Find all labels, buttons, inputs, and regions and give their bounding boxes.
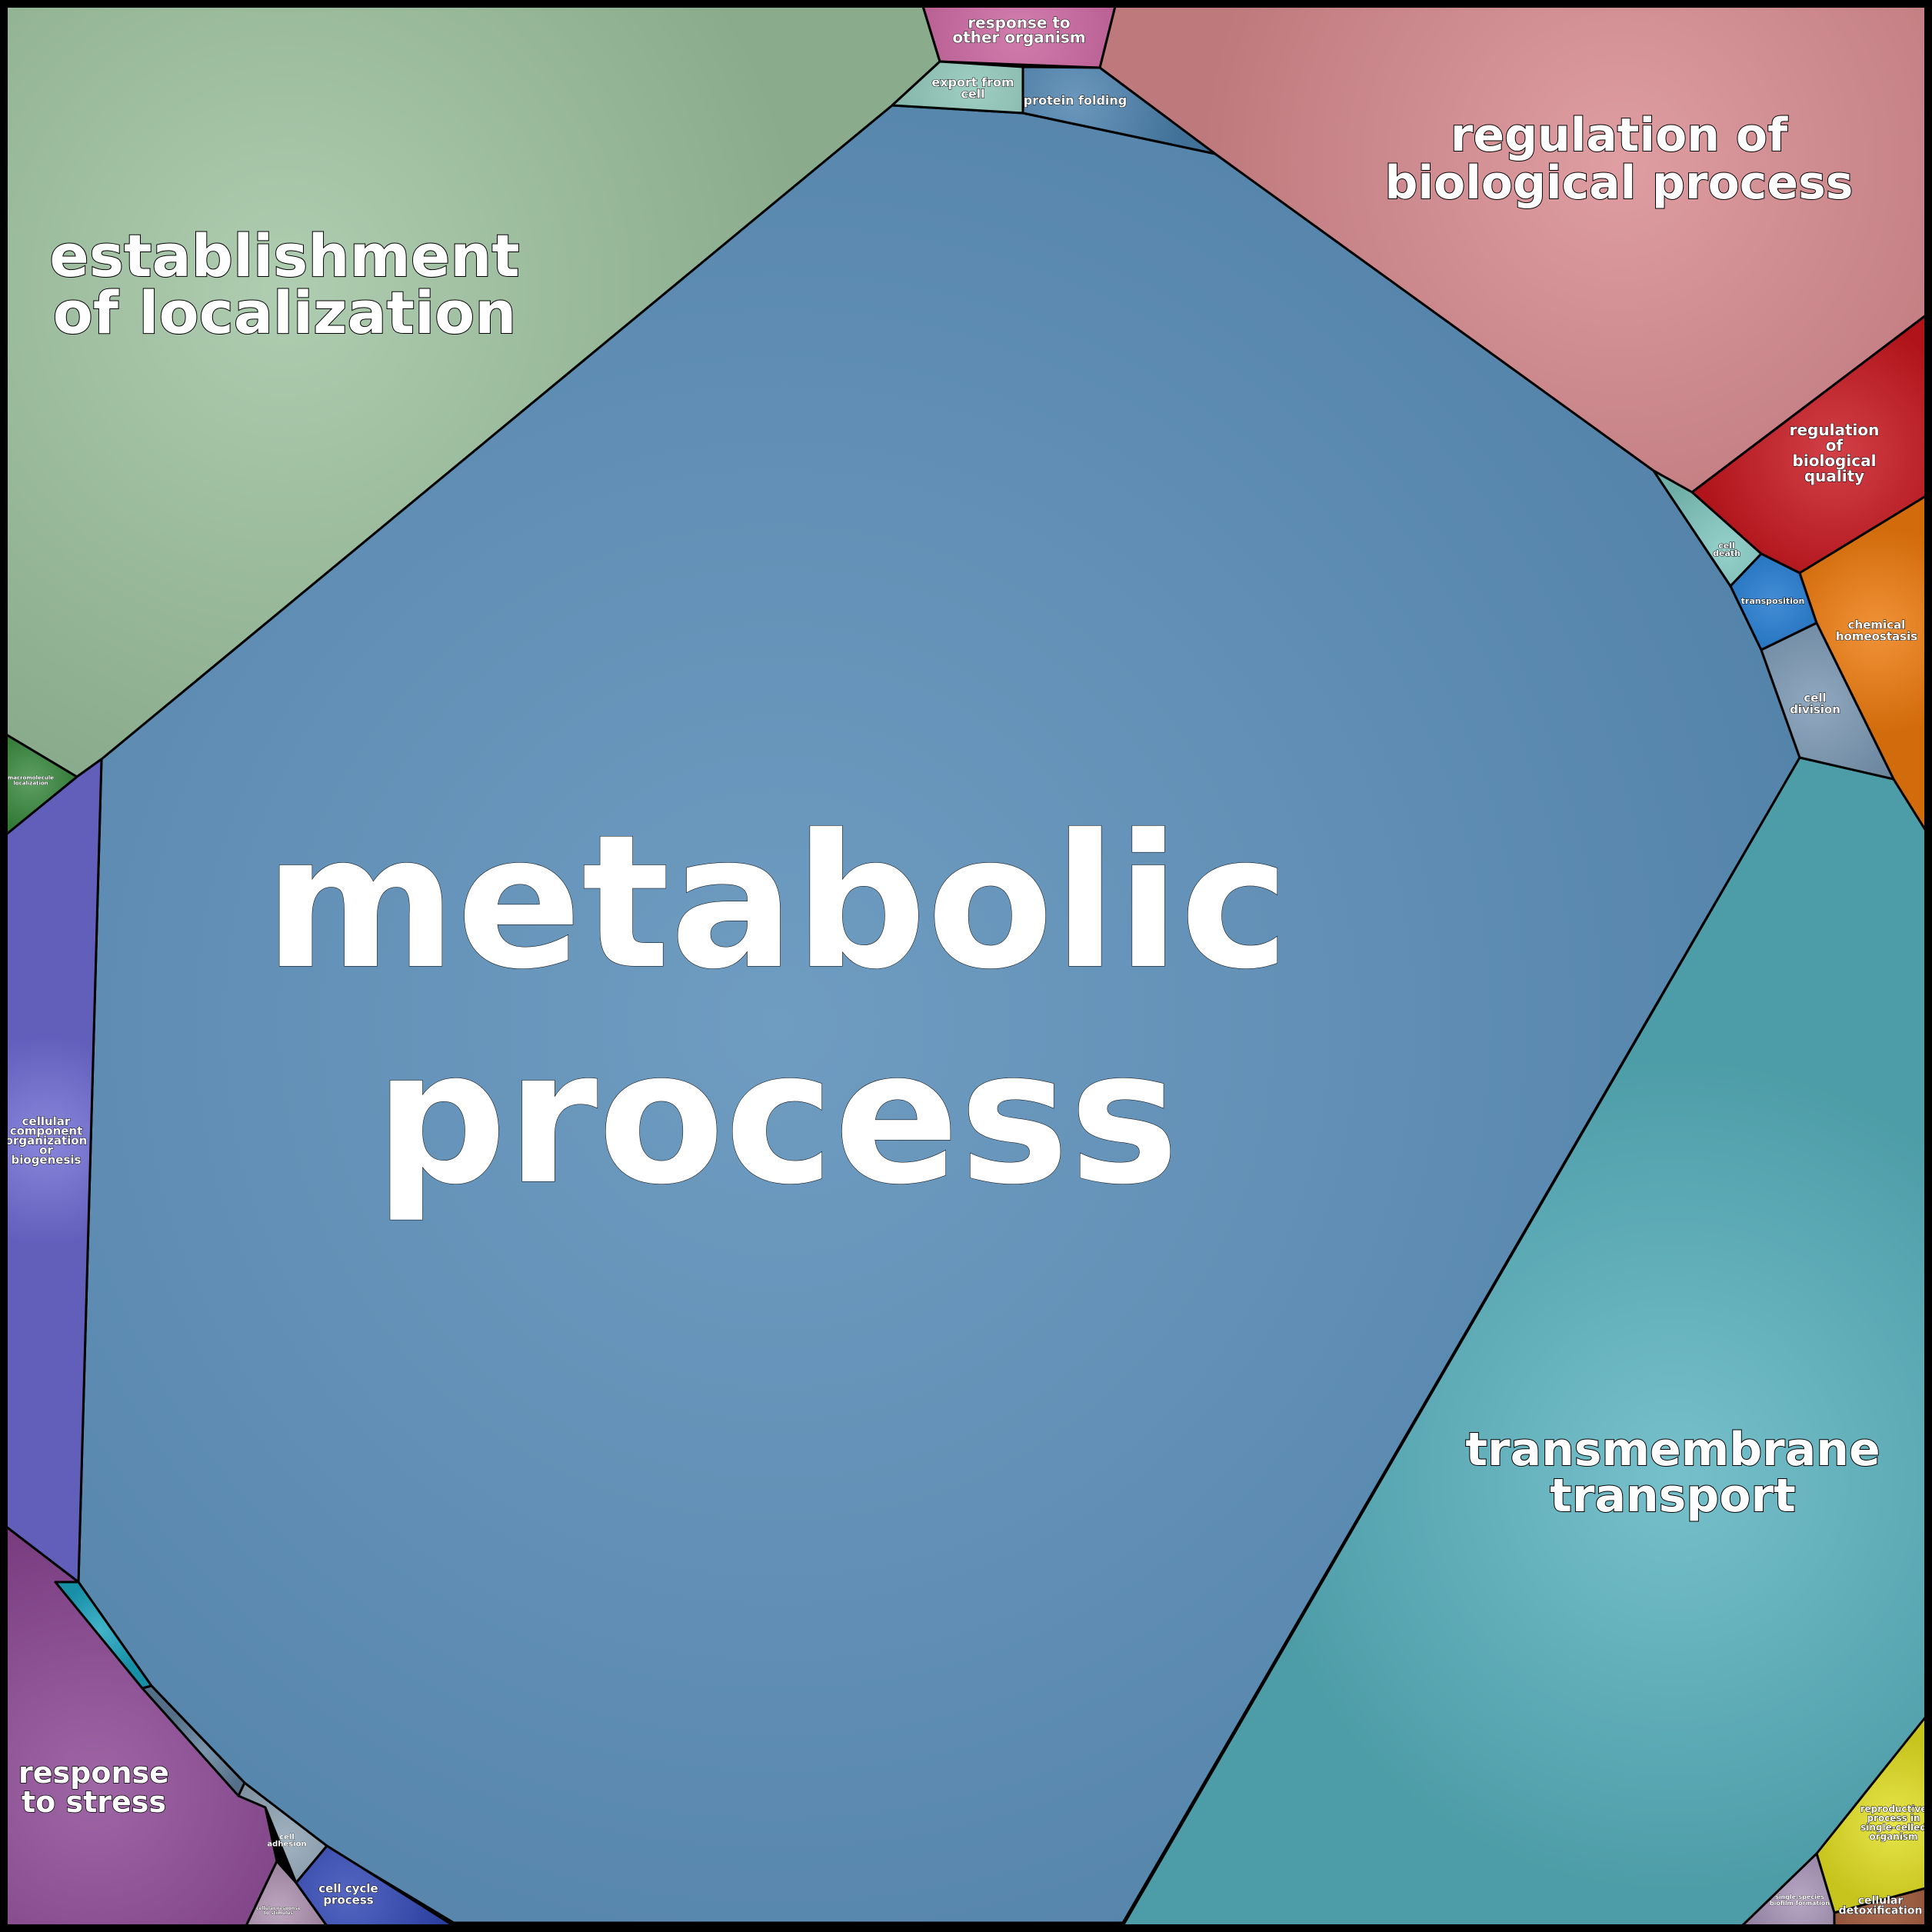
label-line: export from — [931, 75, 1014, 89]
label-line: cell — [961, 86, 984, 101]
label-line: biogenesis — [12, 1153, 82, 1167]
label-line: organization — [5, 1134, 88, 1148]
cell-cell-division[interactable] — [1760, 621, 1895, 781]
cells — [5, 5, 1927, 1927]
label-line: single-celled — [1860, 1822, 1927, 1833]
label-line: cellular — [1858, 1895, 1904, 1907]
label-line: response — [18, 1756, 169, 1790]
label-line: death — [1713, 548, 1740, 558]
label-line: of localization — [53, 278, 517, 347]
label-line: response to — [968, 13, 1070, 32]
label-line: cell cycle — [318, 1881, 378, 1895]
label-line: homeostasis — [1836, 629, 1917, 643]
label-line: organism — [1869, 1831, 1917, 1842]
label-line: cell — [1718, 541, 1735, 551]
label-line: transmembrane — [1465, 1423, 1880, 1477]
label-line: chemical — [1848, 618, 1906, 631]
label-line: metabolic — [264, 794, 1289, 1010]
label-line: detoxification — [1839, 1905, 1923, 1917]
label-line: to stimulus — [264, 1910, 293, 1916]
label-line: protein folding — [1024, 93, 1128, 108]
label-protein-folding: protein folding — [1024, 93, 1128, 108]
label-line: process — [375, 1010, 1179, 1225]
label-line: reproductive — [1860, 1804, 1927, 1814]
label-line: adhesion — [267, 1840, 306, 1849]
label-transposition: transposition — [1741, 596, 1805, 606]
label-line: process in — [1867, 1813, 1920, 1824]
label-line: macromolecule — [8, 775, 54, 781]
label-line: cell — [1804, 691, 1826, 705]
label-line: or — [39, 1143, 53, 1157]
label-line: to stress — [22, 1785, 166, 1819]
label-line: cellular — [22, 1114, 71, 1128]
label-line: regulation of — [1451, 108, 1788, 162]
cell-protein-folding[interactable] — [1021, 65, 1217, 155]
label-line: division — [1790, 702, 1840, 716]
label-line: single-species — [1775, 1894, 1824, 1900]
label-line: establishment — [49, 222, 519, 290]
label-line: other organism — [952, 28, 1085, 46]
label-line: component — [10, 1124, 83, 1138]
label-line: cellular response — [256, 1906, 301, 1911]
label-line: localization — [13, 781, 48, 787]
label-line: of — [1826, 436, 1844, 455]
label-line: biological — [1793, 451, 1877, 470]
label-line: biofilm formation — [1770, 1900, 1830, 1907]
cell-chemical-homeostasis[interactable] — [1798, 495, 1927, 832]
label-line: biological process — [1385, 156, 1854, 210]
label-line: process — [323, 1893, 373, 1907]
label-line: regulation — [1790, 421, 1880, 439]
label-line: quality — [1804, 467, 1864, 485]
label-line: transport — [1550, 1469, 1796, 1523]
label-line: transposition — [1741, 596, 1805, 606]
label-line: cell — [279, 1834, 295, 1842]
